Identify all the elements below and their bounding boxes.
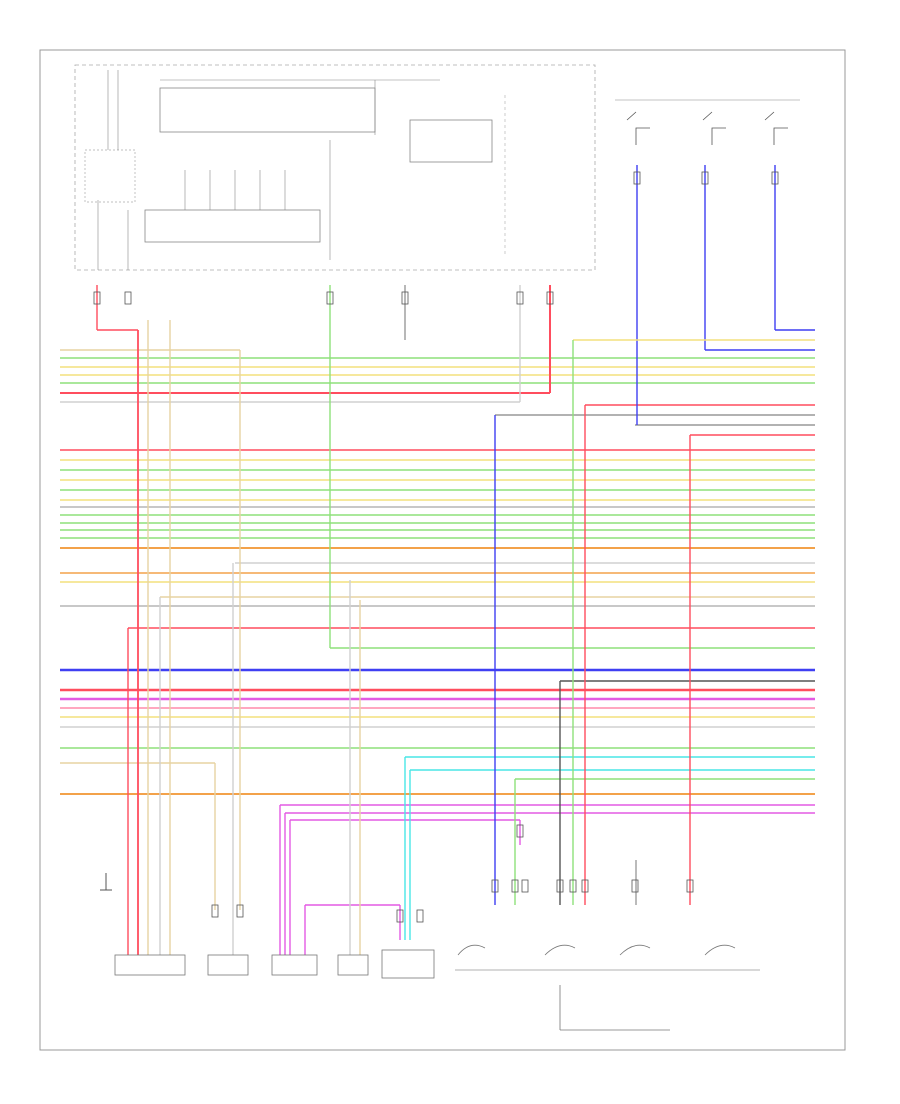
connector xyxy=(686,879,694,893)
connector xyxy=(93,291,101,305)
connector xyxy=(521,879,529,893)
sensor-connector-5 xyxy=(381,949,435,979)
connector xyxy=(211,904,219,918)
connector xyxy=(511,879,519,893)
connector xyxy=(633,171,641,185)
connector xyxy=(631,879,639,893)
connector xyxy=(771,171,779,185)
connector xyxy=(516,824,524,838)
connector xyxy=(236,904,244,918)
connector xyxy=(546,291,554,305)
connector xyxy=(701,171,709,185)
control-module-top xyxy=(74,64,596,271)
connector-markers xyxy=(93,171,779,923)
diagram-border xyxy=(39,49,846,1051)
vertical-wires xyxy=(96,165,815,955)
solenoid-symbols xyxy=(457,944,736,956)
connector xyxy=(124,291,132,305)
connector xyxy=(569,879,577,893)
connector xyxy=(326,291,334,305)
connector xyxy=(416,909,424,923)
connector xyxy=(556,879,564,893)
connector xyxy=(401,291,409,305)
ground-icon xyxy=(100,873,112,891)
sensor-connector-3 xyxy=(271,954,318,976)
pressure-switches-top-right xyxy=(615,99,800,145)
connector xyxy=(491,879,499,893)
bottom-components xyxy=(114,860,760,1031)
sensor-connector-1 xyxy=(114,954,186,976)
horizontal-wires xyxy=(60,349,815,821)
connector xyxy=(396,909,404,923)
sensor-connector-4 xyxy=(337,954,369,976)
sensor-connector-2 xyxy=(207,954,249,976)
connector xyxy=(516,291,524,305)
connector xyxy=(581,879,589,893)
